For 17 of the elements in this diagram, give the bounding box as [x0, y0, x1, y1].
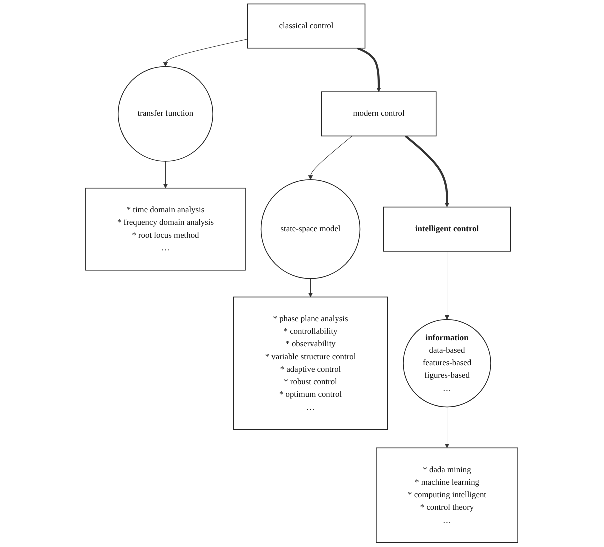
arrow [308, 136, 353, 180]
arrow [357, 47, 382, 92]
node-circle: state-space model [260, 180, 361, 280]
arrow [404, 135, 450, 208]
node-box: * time domain analysis * frequency domain analysis * root locus method … [86, 188, 246, 271]
arrow [308, 278, 314, 298]
node-circle: transfer function [118, 66, 214, 162]
arrow [444, 406, 450, 448]
node-circle: information data-based features-based figures-based … [403, 319, 492, 408]
node-box: intelligent control [384, 206, 512, 252]
arrow [444, 251, 450, 320]
arrow [163, 161, 168, 189]
node-box: modern control [321, 92, 437, 137]
arrow [163, 39, 248, 67]
node-box: classical control [247, 4, 366, 49]
node-box: * dada mining * machine learning * computing intelligent * control theory … [376, 448, 518, 544]
node-box: * phase plane analysis * controllability * observability * variable structure control * adaptive control * robust control * optimum control … [233, 296, 388, 430]
